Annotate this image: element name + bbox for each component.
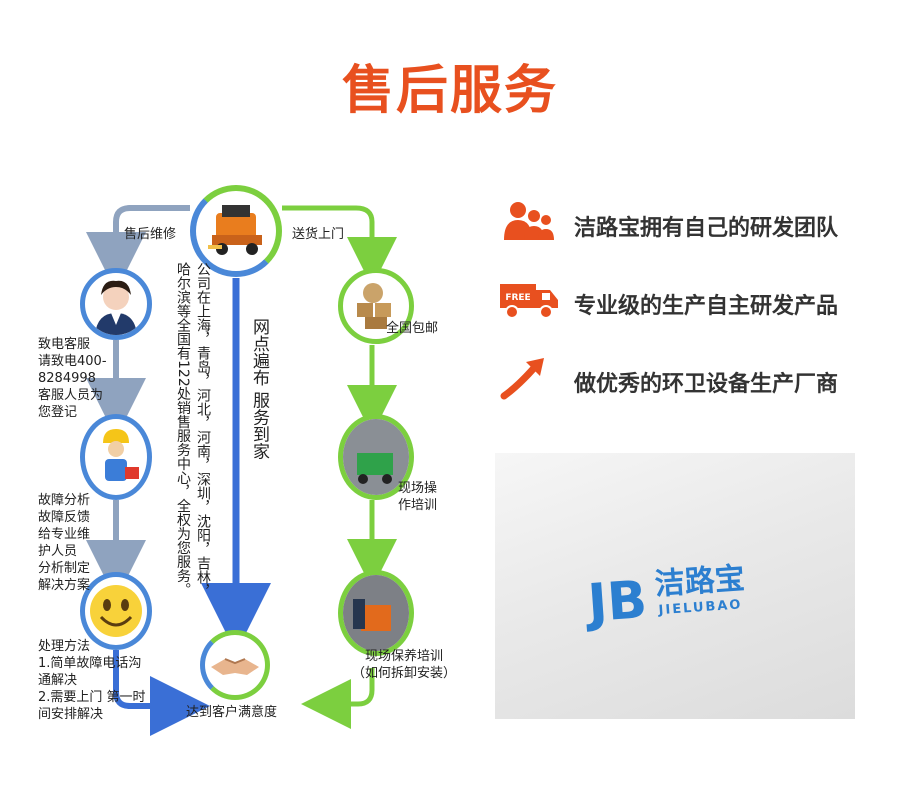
service-agent-icon bbox=[95, 280, 137, 335]
delivery-label: 送货上门 bbox=[292, 227, 345, 242]
onsite-training-line: 现场操 bbox=[398, 481, 438, 496]
left-bottom-connector bbox=[113, 650, 210, 736]
handshake-circle bbox=[200, 630, 270, 700]
logo-letters: JB bbox=[583, 570, 649, 634]
maintenance-training-label: 现场保养培训 （如何拆卸安装） bbox=[352, 648, 456, 682]
free-shipping-label: 全国包邮 bbox=[386, 321, 439, 336]
step-analysis-text: 故障分析 故障反馈 给专业维 护人员 分析制定 解决方案 bbox=[38, 492, 90, 594]
step-analysis-line: 给专业维 bbox=[38, 527, 91, 542]
feature-production-label: 专业级的生产自主研发产品 bbox=[574, 294, 839, 319]
brand-logo: JB 洁路宝 JIELUBAO bbox=[583, 561, 746, 634]
step-call-line: 您登记 bbox=[38, 405, 78, 420]
step-handling-line: 2.需要上门 第一时 bbox=[38, 690, 146, 705]
maintenance-training-line: （如何拆卸安装） bbox=[352, 666, 457, 681]
onsite-training-circle bbox=[338, 414, 414, 500]
team-icon bbox=[504, 202, 554, 240]
logo-chinese: 洁路宝 bbox=[654, 561, 746, 602]
parcel-circle bbox=[338, 268, 414, 344]
repair-service-label: 售后维修 bbox=[124, 227, 177, 242]
worker-icon bbox=[103, 429, 139, 481]
truck-badge-text: FREE bbox=[505, 293, 530, 303]
step-handling-line: 1.简单故障电话沟 bbox=[38, 656, 142, 671]
feature-team: 洁路宝拥有自己的研发团队 bbox=[498, 200, 878, 244]
step-analysis-line: 分析制定 bbox=[38, 561, 91, 576]
network-slogan: 网点遍布 服务到家 bbox=[249, 318, 269, 460]
network-note-col2: 公司在上海，青岛，河北，河南，深圳，沈阳，吉林， bbox=[195, 262, 211, 598]
maintenance-training-line: 现场保养培训 bbox=[365, 649, 444, 664]
step-call-text: 致电客服 请致电400- 8284998 客服人员为 您登记 bbox=[38, 336, 107, 421]
step-call-line: 请致电400- bbox=[38, 354, 107, 369]
smiley-circle bbox=[80, 572, 152, 650]
step-handling-line: 通解决 bbox=[38, 673, 78, 688]
left-top-connector bbox=[86, 205, 190, 292]
feature-production: FREE 专业级的生产自主研发产品 bbox=[498, 278, 878, 322]
satisfaction-label: 达到客户满意度 bbox=[186, 705, 278, 720]
customer-service-circle bbox=[80, 268, 152, 340]
step-call-line: 客服人员为 bbox=[38, 388, 104, 403]
step-handling-line: 间安排解决 bbox=[38, 707, 104, 722]
sweeper-icon bbox=[208, 205, 262, 255]
network-note-col1: 哈尔滨等全国有122处销售服务中心，全权为您服务。 bbox=[175, 262, 191, 597]
step-handling-text: 处理方法 1.简单故障电话沟 通解决 2.需要上门 第一时 间安排解决 bbox=[38, 638, 146, 723]
training-photo-icon bbox=[343, 419, 409, 495]
maintenance-photo-icon bbox=[343, 575, 409, 651]
step-call-line: 致电客服 bbox=[38, 337, 91, 352]
step-analysis-line: 故障反馈 bbox=[38, 510, 91, 525]
step-call-line: 8284998 bbox=[38, 371, 96, 386]
delivery-truck-icon: FREE bbox=[500, 284, 558, 319]
right-bottom-connector bbox=[301, 668, 375, 729]
onsite-training-label: 现场操 作培训 bbox=[398, 480, 437, 514]
smiley-icon bbox=[90, 585, 142, 637]
page-title: 售后服务 bbox=[341, 61, 558, 121]
logo-english: JIELUBAO bbox=[657, 597, 743, 618]
sweeper-circle bbox=[190, 185, 282, 277]
repair-worker-circle bbox=[80, 414, 152, 500]
feature-manufacturer-label: 做优秀的环卫设备生产厂商 bbox=[574, 372, 839, 397]
handshake-icon bbox=[211, 658, 259, 675]
feature-team-label: 洁路宝拥有自己的研发团队 bbox=[574, 216, 839, 241]
step-analysis-line: 解决方案 bbox=[38, 578, 91, 593]
onsite-training-line: 作培训 bbox=[398, 498, 438, 513]
step-analysis-line: 护人员 bbox=[38, 544, 78, 559]
step-handling-line: 处理方法 bbox=[38, 639, 91, 654]
right-top-connector bbox=[282, 205, 397, 287]
brand-logo-photo: JB 洁路宝 JIELUBAO bbox=[495, 453, 855, 719]
step-analysis-line: 故障分析 bbox=[38, 493, 91, 508]
feature-manufacturer: 做优秀的环卫设备生产厂商 bbox=[498, 356, 878, 400]
maintenance-training-circle bbox=[338, 570, 414, 656]
trend-arrow-icon bbox=[500, 358, 544, 400]
parcel-boxes-icon bbox=[357, 283, 391, 329]
